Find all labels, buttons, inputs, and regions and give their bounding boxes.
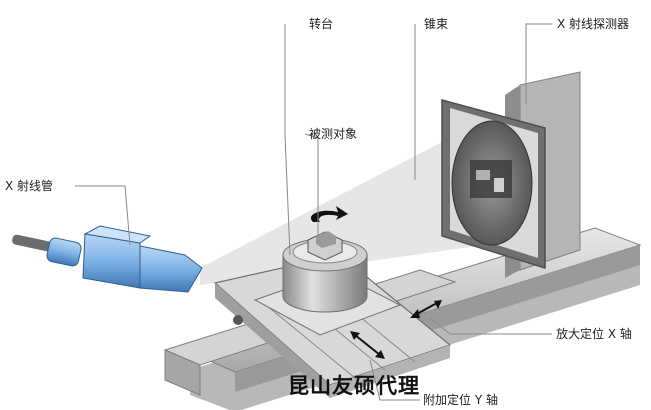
rotation-arrow-icon [310,206,348,222]
label-turntable: 转台 [309,17,334,31]
label-x-axis: 放大定位 X 轴 [556,327,632,341]
cone-beam [200,130,520,285]
leader-lines [75,23,552,401]
x-axis-arrow-icon [410,300,442,318]
label-xray-tube: X 射线管 [5,179,54,193]
label-y-axis: 附加定位 Y 轴 [423,393,498,407]
label-cone-beam: 锥束 [424,17,449,31]
watermark-text: 昆山友硕代理 [288,374,420,398]
xray-tube [12,225,203,293]
xray-detector [441,99,546,270]
y-axis-arrow-icon [350,331,385,359]
measured-object [307,231,343,261]
label-object: 被测对象 [309,127,358,141]
label-detector: X 射线探测器 [557,17,630,31]
